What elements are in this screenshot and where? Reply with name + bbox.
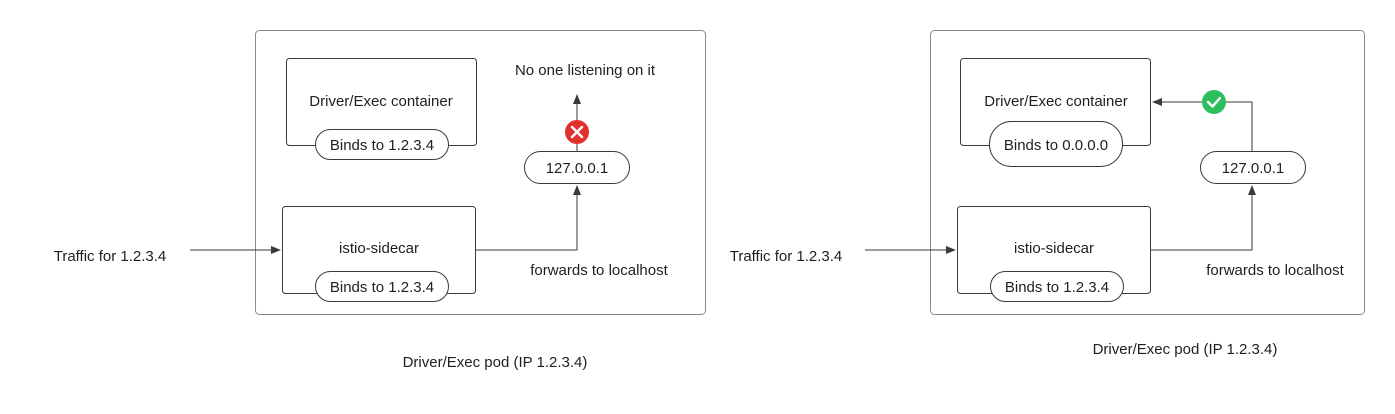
right-sidecar-binds-label: Binds to 1.2.3.4 [1005,279,1109,296]
left-traffic-label: Traffic for 1.2.3.4 [54,248,167,265]
right-pod-box [930,30,1365,315]
error-x-icon [565,120,589,144]
left-localhost-ip: 127.0.0.1 [546,160,609,177]
left-sidecar-title: istio-sidecar [339,240,419,257]
right-localhost-pill [1200,151,1306,184]
left-container-binds-label: Binds to 1.2.3.4 [330,137,434,154]
right-scenario: Driver/Exec container Binds to 0.0.0.0 i… [730,30,1365,358]
right-sidecar-title: istio-sidecar [1014,240,1094,257]
left-container-binds-pill [315,129,449,160]
left-forwards-label: forwards to localhost [530,262,668,279]
right-sidecar-binds-pill [990,271,1124,302]
right-localhost-ip: 127.0.0.1 [1222,160,1285,177]
right-forward-arrow [1151,185,1256,251]
left-container-title: Driver/Exec container [309,93,452,110]
left-sidecar-binds-pill [315,271,449,302]
left-sidecar-binds-label: Binds to 1.2.3.4 [330,279,434,296]
left-localhost-pill [524,151,630,184]
left-pod-caption: Driver/Exec pod (IP 1.2.3.4) [403,354,588,371]
left-pod-box [255,30,706,315]
right-container-binds-pill [989,121,1123,167]
right-container-binds-label: Binds to 0.0.0.0 [1004,137,1108,154]
left-no-listener-label: No one listening on it [515,62,656,79]
left-scenario: Driver/Exec container Binds to 1.2.3.4 i… [54,30,706,371]
right-forwards-label: forwards to localhost [1206,262,1344,279]
right-container-title: Driver/Exec container [984,93,1127,110]
right-up-left-arrow [1152,98,1253,151]
right-pod-caption: Driver/Exec pod (IP 1.2.3.4) [1093,341,1278,358]
right-traffic-label: Traffic for 1.2.3.4 [730,248,843,265]
success-check-icon [1202,90,1226,114]
left-forward-arrow [476,185,581,251]
